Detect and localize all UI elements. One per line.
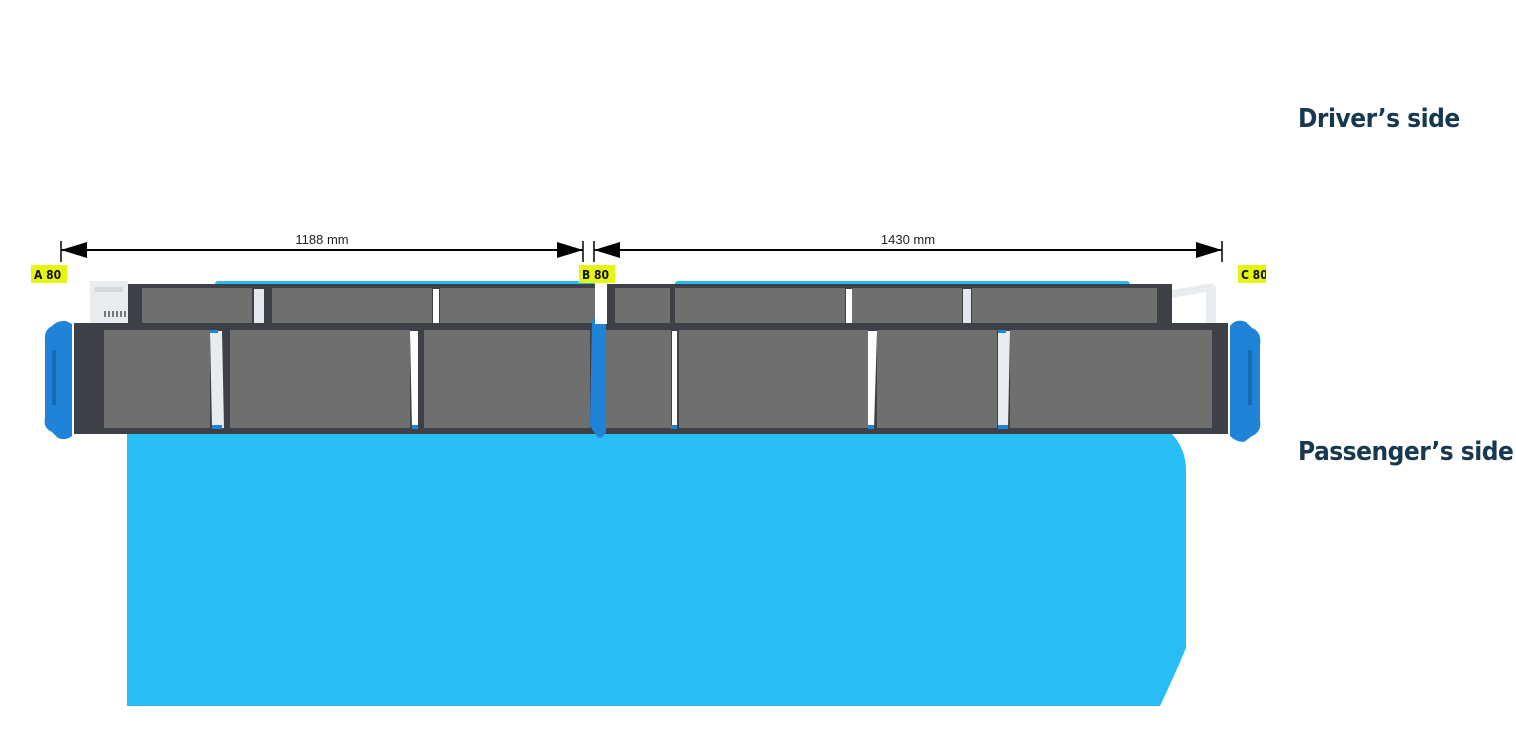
rail-divider (254, 289, 264, 325)
left-bracket (90, 281, 128, 325)
rail-divider (410, 331, 418, 428)
rail-divider (672, 331, 677, 428)
dimension-1430: 1430 mm (593, 232, 1223, 262)
rail-divider (433, 289, 439, 325)
dimension-label-1188: 1188 mm (295, 232, 348, 247)
driver-side-label: Driver’s side (1298, 104, 1460, 134)
vehicle-floor (127, 432, 1186, 706)
left-end-cap (44, 320, 72, 440)
rail-divider (210, 331, 224, 428)
marker-c80-label: C 80 (1241, 268, 1268, 282)
rail-divider (963, 289, 971, 325)
front-rail (74, 323, 1228, 434)
marker-c80: C 80 (1238, 265, 1268, 283)
rail-separator (595, 284, 607, 324)
marker-a80: A 80 (31, 265, 67, 283)
marker-b80-label: B 80 (582, 268, 609, 282)
rail-divider (868, 331, 877, 428)
passenger-side-label: Passenger’s side (1298, 437, 1514, 467)
marker-a80-label: A 80 (34, 268, 61, 282)
right-bracket (1172, 283, 1216, 326)
rear-rail (128, 284, 1172, 326)
dimension-1188: 1188 mm (60, 232, 584, 262)
dimension-label-1430: 1430 mm (881, 232, 935, 247)
right-end-cap (1230, 320, 1261, 442)
rail-divider (846, 289, 852, 325)
rail-divider (998, 331, 1010, 428)
middle-connector (590, 318, 606, 438)
marker-b80: B 80 (579, 265, 615, 283)
